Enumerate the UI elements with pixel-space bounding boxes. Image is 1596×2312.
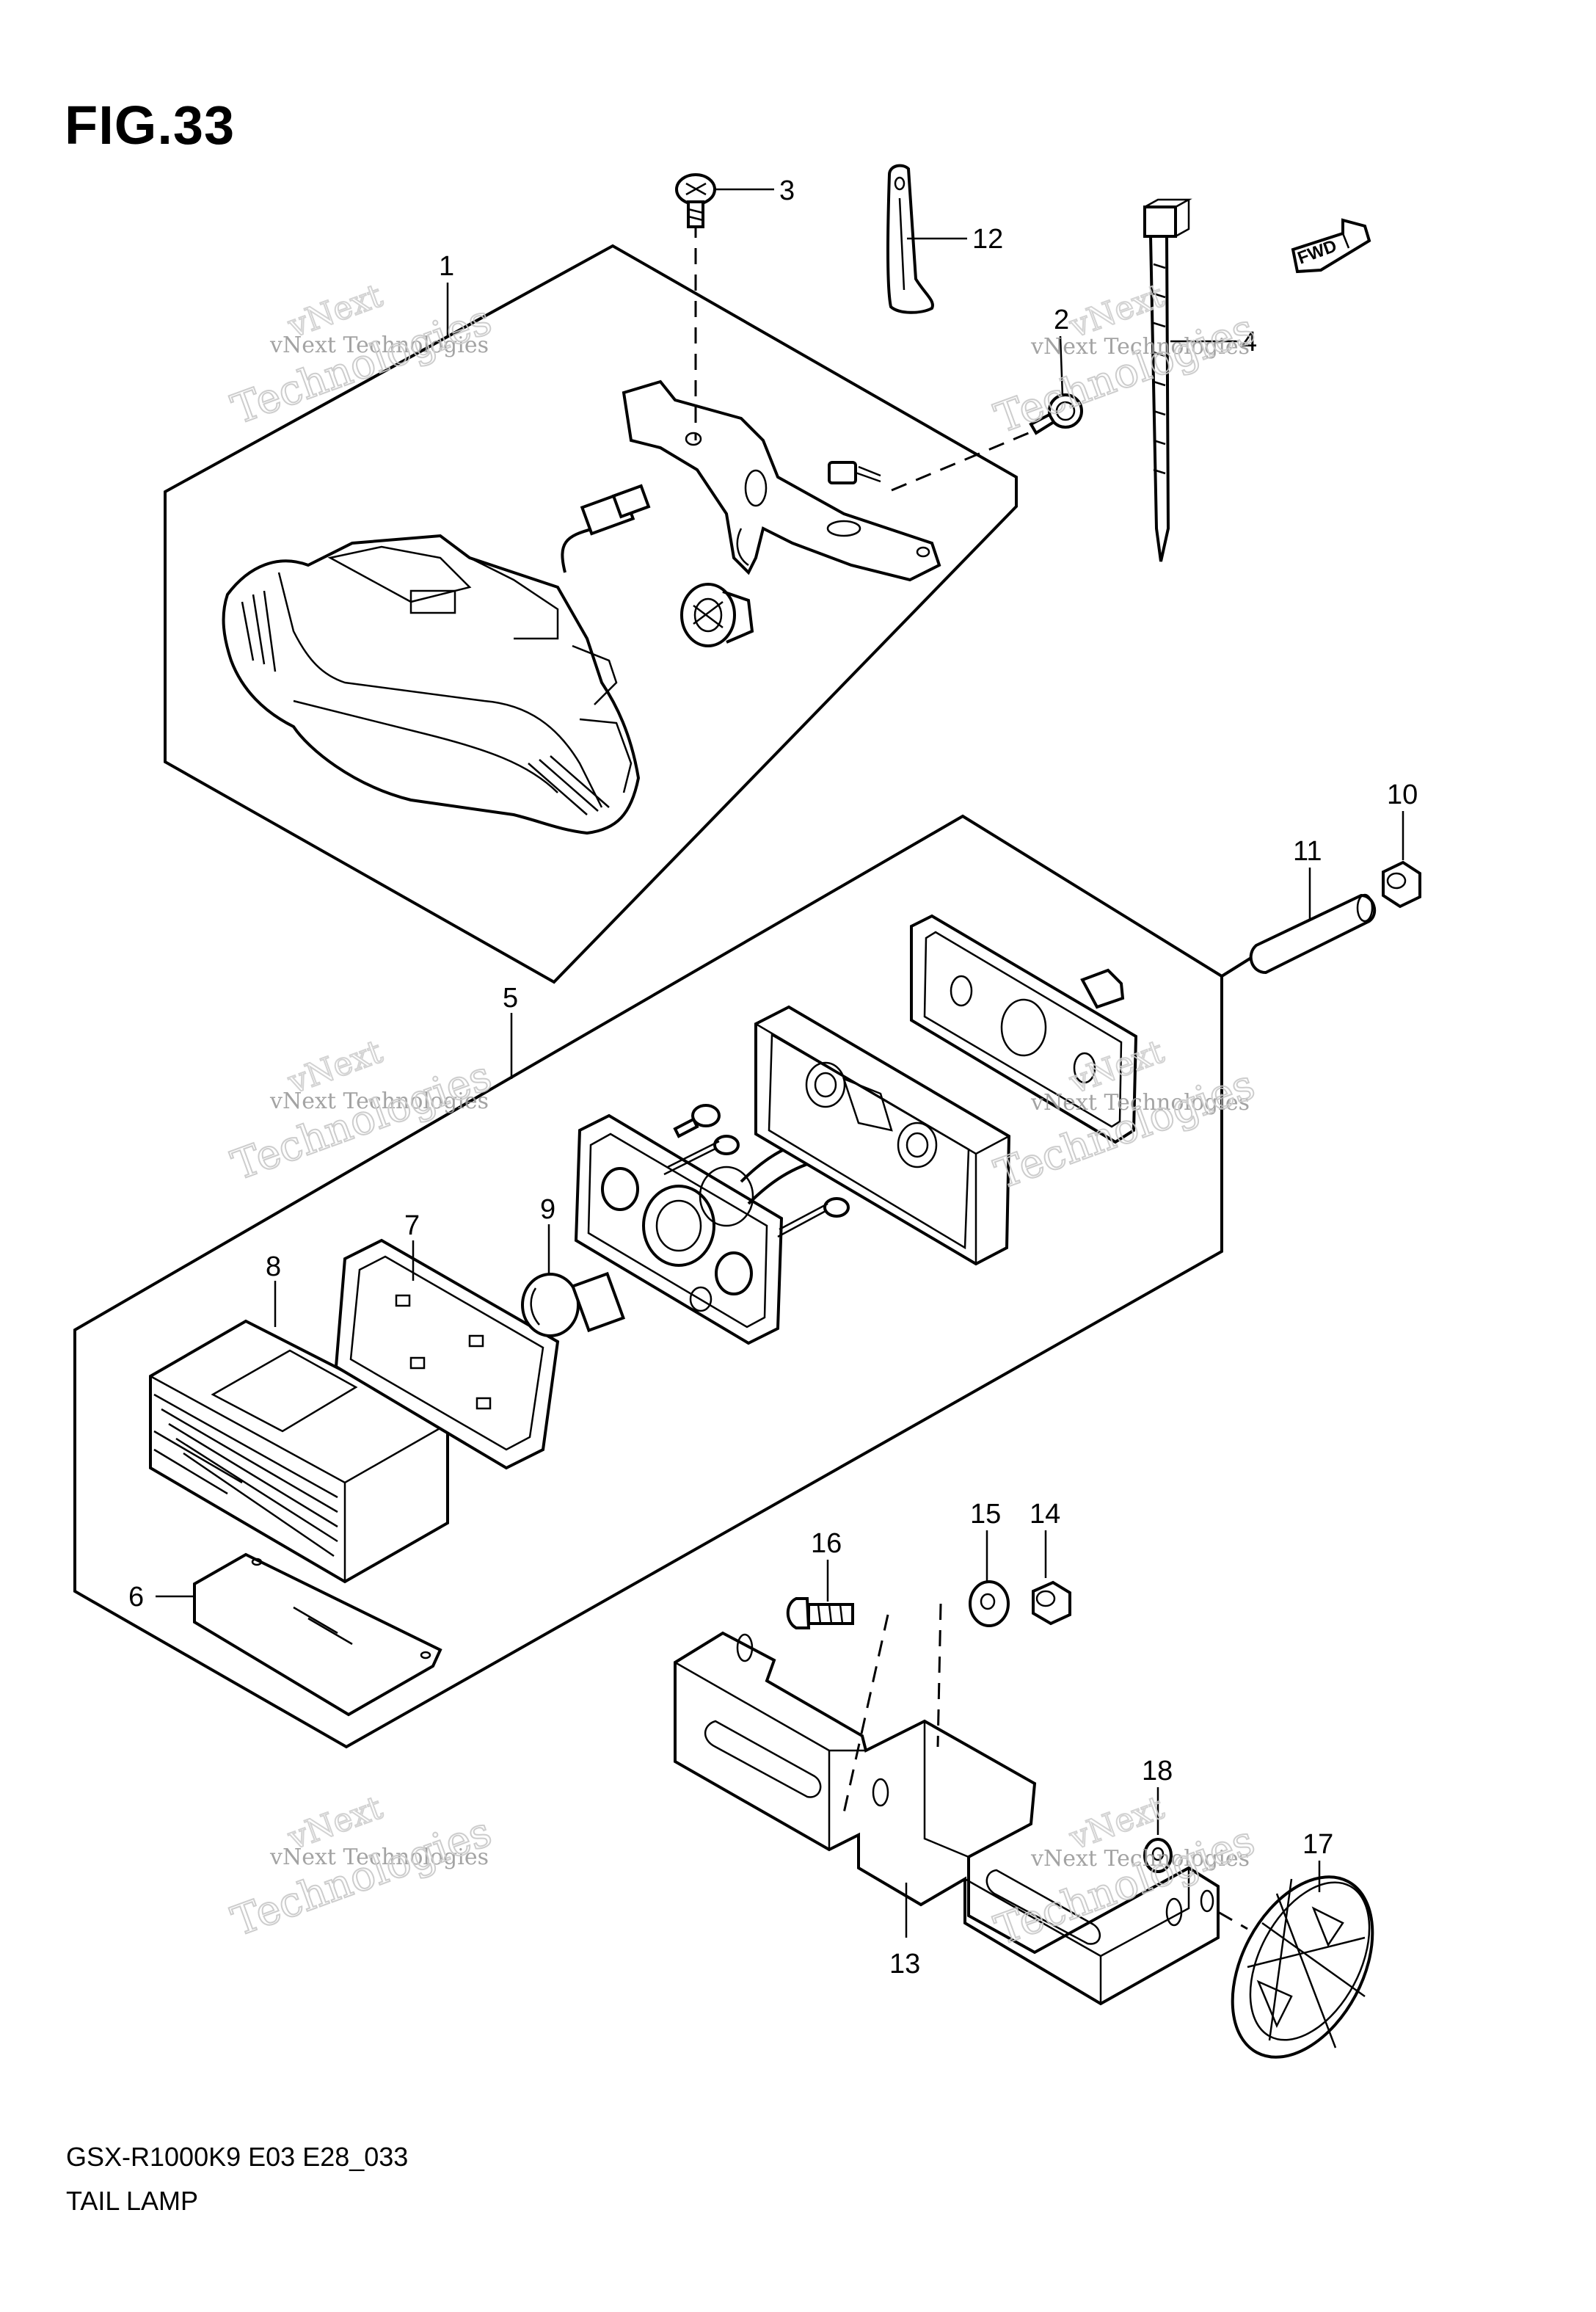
assembly-line-bolt-16 [842,1614,889,1814]
figure-title: FIG.33 [65,95,236,156]
assembly-frame-1 [164,244,1018,984]
screw-2[interactable] [1029,393,1083,435]
callout-15: 15 [970,1499,1001,1530]
callout-6: 6 [128,1582,144,1613]
screw-3[interactable] [675,173,716,228]
svg-text:vNext Technologies: vNext Technologies [269,1088,489,1114]
cable-tie-4[interactable] [1143,198,1192,562]
wiring-connector[interactable] [561,484,651,573]
collar-11[interactable] [1249,893,1377,975]
reflector-17[interactable] [1204,1853,1402,2081]
section-name: TAIL LAMP [66,2186,199,2216]
callout-17: 17 [1302,1829,1333,1860]
bracket-bolt[interactable] [828,461,881,484]
model-code: GSX-R1000K9 E03 E28_033 [66,2142,409,2172]
callout-12: 12 [972,224,1003,255]
tail-lamp-housing[interactable] [222,534,641,835]
gasket-7[interactable] [334,1238,560,1470]
callout-5: 5 [503,983,518,1014]
watermark-mid-left: vNext vNext Technologies Technologies [225,1032,499,1190]
callout-3: 3 [779,175,795,206]
license-bracket-13[interactable] [674,1631,1220,2006]
socket-screw-upper[interactable] [673,1104,721,1138]
lamp-socket-plate[interactable] [574,1113,823,1345]
svg-text:vNext Technologies: vNext Technologies [269,332,489,358]
grommet[interactable] [680,583,754,647]
svg-text:vNext Technologies: vNext Technologies [1030,1846,1250,1872]
callout-11: 11 [1293,836,1322,867]
washer-15[interactable] [969,1580,1010,1627]
nut-10[interactable] [1382,860,1421,909]
callout-1: 1 [439,251,454,282]
frame-5-link-line [1220,956,1253,978]
svg-text:vNext Technologies: vNext Technologies [1030,1090,1250,1116]
assembly-line-screw-2 [891,420,1057,492]
callout-13: 13 [889,1949,920,1980]
leader-2 [1059,335,1064,397]
svg-text:vNext Technologies: vNext Technologies [269,1844,489,1870]
socket-screw-lower[interactable] [777,1197,850,1238]
bolt-16[interactable] [786,1597,854,1629]
callout-4: 4 [1242,327,1257,357]
assembly-line-reflector [1217,1911,1248,1930]
washer-18[interactable] [1143,1838,1173,1873]
watermark-top-right: vNext vNext Technologies Technologies [988,276,1262,443]
callout-14: 14 [1030,1499,1060,1530]
assembly-frame-5 [73,814,1223,1749]
callout-10: 10 [1387,779,1418,810]
svg-text:vNext Technologies: vNext Technologies [1030,334,1250,360]
watermark-top-left: vNext vNext Technologies Technologies [225,276,499,435]
socket-screw-mid[interactable] [663,1135,740,1176]
watermark-bottom-left: vNext vNext Technologies Technologies [225,1788,499,1946]
callout-8: 8 [266,1251,281,1282]
rear-gasket[interactable] [910,914,1138,1144]
assembly-line-washer-15 [936,1603,942,1748]
fwd-arrow-icon: FWD [1291,218,1371,274]
lamp-bracket[interactable] [622,379,941,582]
callout-7: 7 [404,1210,420,1241]
license-lamp-body[interactable] [754,1005,1011,1266]
bulb-9[interactable] [521,1271,626,1337]
nut-14[interactable] [1032,1580,1071,1626]
callout-16: 16 [811,1528,842,1559]
lens-cover-6[interactable] [193,1552,442,1717]
callout-18: 18 [1142,1756,1173,1786]
callout-9: 9 [540,1194,555,1225]
callout-2: 2 [1054,305,1069,335]
